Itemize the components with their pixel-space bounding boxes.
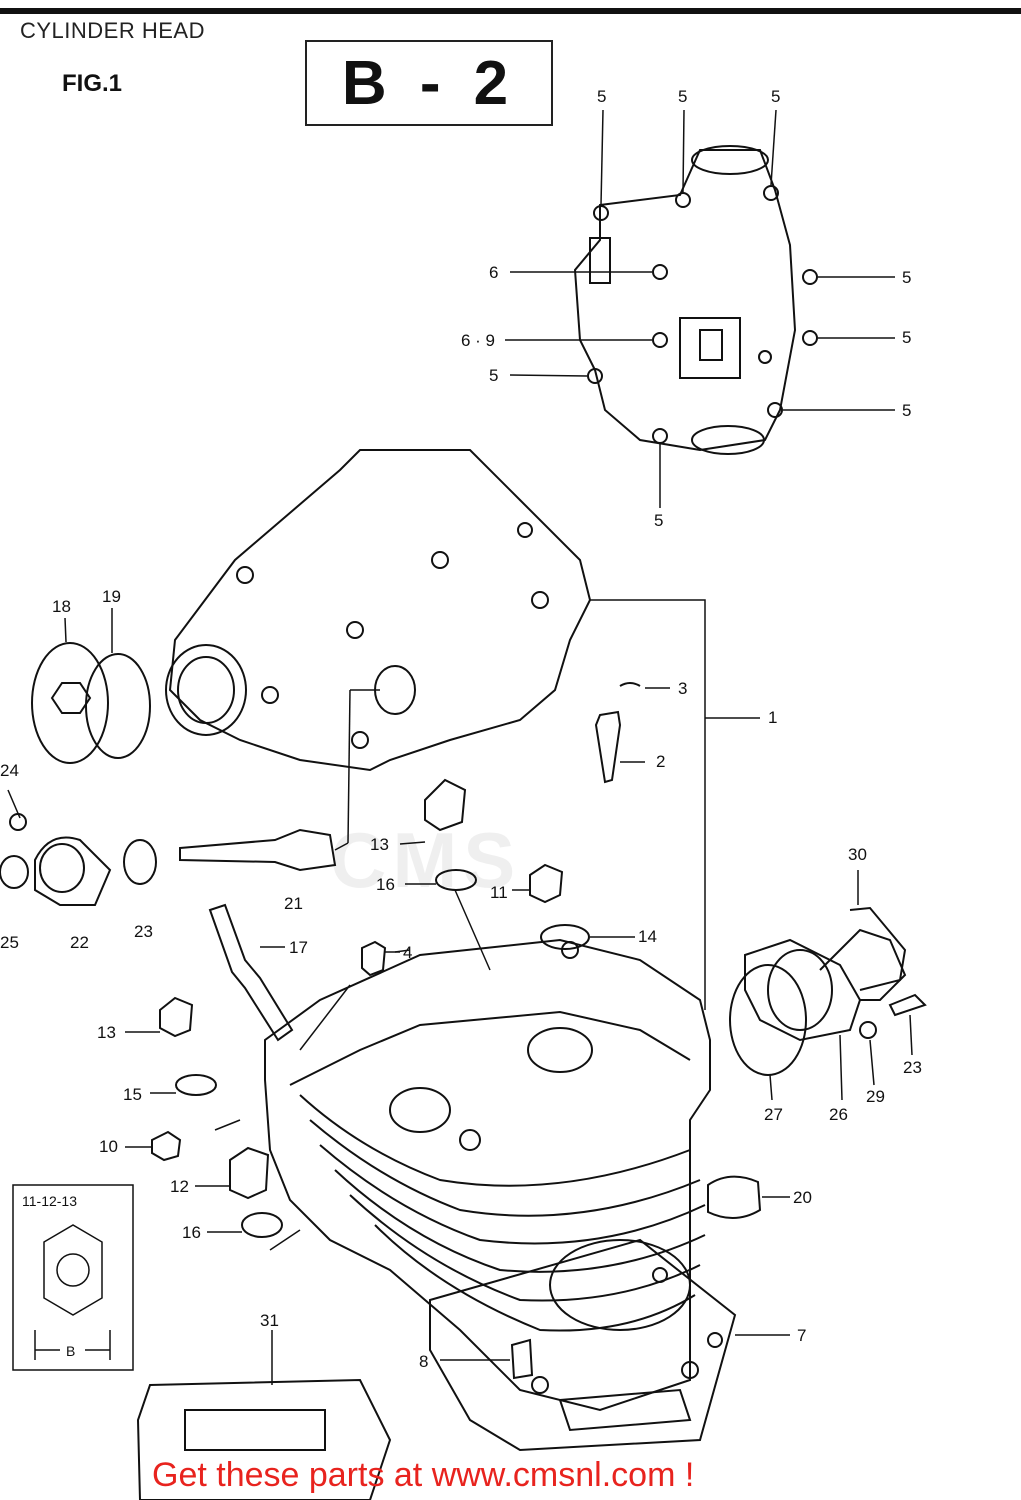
cap-and-oring bbox=[31, 608, 151, 764]
callout-26: 26 bbox=[829, 1105, 848, 1124]
watermark: CMS bbox=[330, 816, 522, 904]
callout-23: 23 bbox=[134, 922, 153, 941]
dowel-pin bbox=[440, 1338, 534, 1380]
callout-5: 5 bbox=[489, 366, 499, 385]
callout-6-9: 6 · 9 bbox=[461, 331, 496, 350]
callout-24: 24 bbox=[0, 761, 19, 780]
cylinder-gasket bbox=[429, 1238, 790, 1452]
page-title: CYLINDER HEAD bbox=[20, 18, 205, 43]
callout-25: 25 bbox=[0, 933, 19, 952]
top-rule bbox=[0, 8, 1021, 14]
callout-22: 22 bbox=[70, 933, 89, 952]
callout-5: 5 bbox=[902, 328, 912, 347]
callout-12: 12 bbox=[170, 1177, 189, 1196]
callout-13: 13 bbox=[97, 1023, 116, 1042]
callout-5: 5 bbox=[902, 268, 912, 287]
callout-29: 29 bbox=[866, 1087, 885, 1106]
callout-8: 8 bbox=[419, 1352, 429, 1371]
callout-16: 16 bbox=[182, 1223, 201, 1242]
callout-5: 5 bbox=[597, 87, 607, 106]
callout-4: 4 bbox=[403, 943, 413, 962]
callout-20: 20 bbox=[793, 1188, 812, 1207]
assembly-bracket bbox=[590, 599, 760, 1010]
callout-5: 5 bbox=[902, 401, 912, 420]
callout-10: 10 bbox=[99, 1137, 118, 1156]
cam-housing bbox=[165, 449, 592, 772]
figure-label: FIG.1 bbox=[62, 70, 123, 97]
callout-11: 11 bbox=[490, 883, 508, 902]
callout-16: 16 bbox=[376, 875, 395, 894]
tach-drive-parts bbox=[0, 689, 380, 906]
callout-1: 1 bbox=[768, 708, 778, 727]
callout-2: 2 bbox=[656, 752, 666, 771]
footer-link[interactable]: Get these parts at www.cmsnl.com ! bbox=[152, 1456, 695, 1494]
callout-5: 5 bbox=[654, 511, 664, 530]
callout-15: 15 bbox=[123, 1085, 142, 1104]
inset-label: 11-12-13 bbox=[22, 1193, 78, 1209]
callout-30: 30 bbox=[848, 845, 867, 864]
callout-3: 3 bbox=[678, 679, 688, 698]
head-cover bbox=[573, 145, 818, 455]
callout-18: 18 bbox=[52, 597, 71, 616]
plug-cap bbox=[707, 1175, 790, 1219]
cover-leader-lines bbox=[505, 109, 895, 508]
spark-plug bbox=[208, 903, 294, 1042]
callout-14: 14 bbox=[638, 927, 657, 946]
callout-5: 5 bbox=[678, 87, 688, 106]
callout-17: 17 bbox=[289, 938, 308, 957]
misc-leaders bbox=[214, 889, 491, 1251]
inset-dimension-label: B bbox=[66, 1343, 76, 1359]
callout-21: 21 bbox=[284, 894, 303, 913]
callout-7: 7 bbox=[797, 1326, 807, 1345]
valve-guide bbox=[594, 682, 670, 784]
inset-box bbox=[12, 1184, 134, 1371]
callout-13: 13 bbox=[370, 835, 389, 854]
callout-27: 27 bbox=[764, 1105, 783, 1124]
callout-19: 19 bbox=[102, 587, 121, 606]
callout-23: 23 bbox=[903, 1058, 922, 1077]
callout-31: 31 bbox=[260, 1311, 279, 1330]
callout-6: 6 bbox=[489, 263, 499, 282]
callout-5: 5 bbox=[771, 87, 781, 106]
cylinder-head bbox=[264, 938, 723, 1412]
diagram-code-box: B - 2 bbox=[305, 40, 553, 126]
tool-plate bbox=[136, 1330, 392, 1500]
nuts-and-washers bbox=[125, 778, 635, 1238]
intake-pipe bbox=[729, 870, 927, 1101]
